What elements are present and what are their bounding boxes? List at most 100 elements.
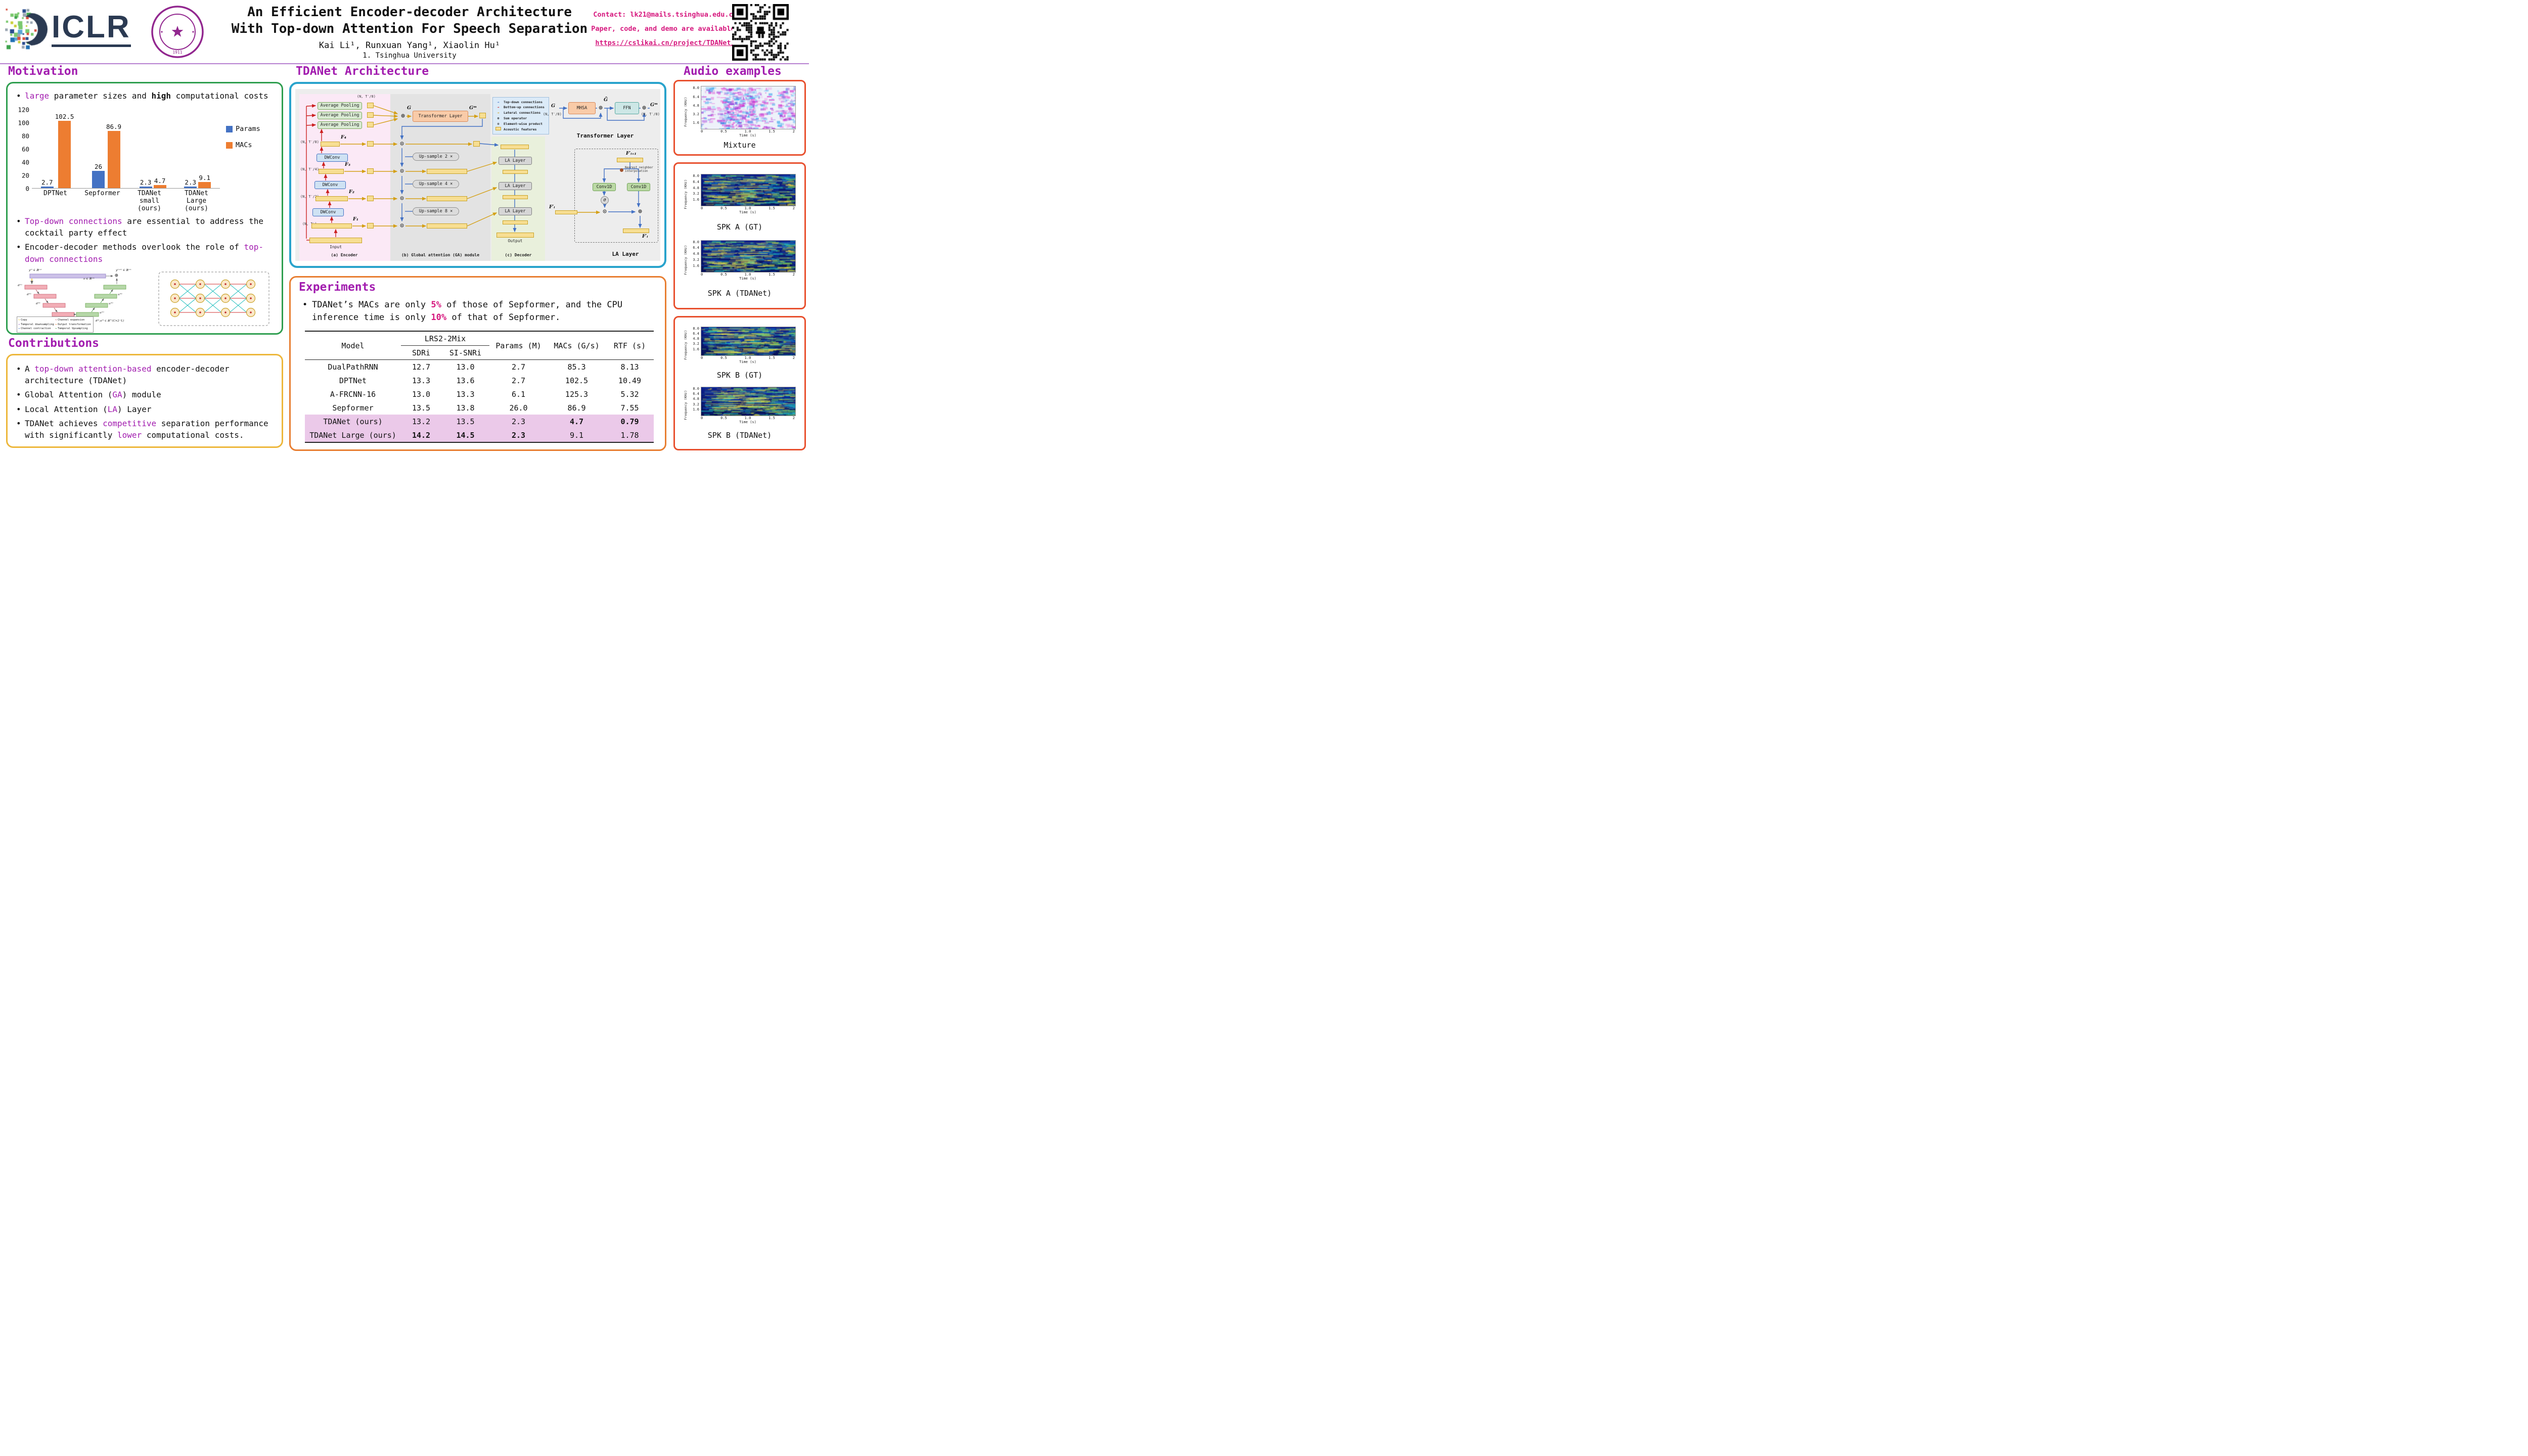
- acoustic-feature-square: [367, 122, 374, 127]
- encoder-caption: (a) Encoder: [331, 253, 358, 257]
- title-block: An Efficient Encoder-decoder Architectur…: [217, 4, 602, 60]
- arch-legend-item: →Bottom-up connections: [497, 105, 545, 110]
- heading-contributions: Contributions: [8, 337, 100, 350]
- sigma-gate: σ: [601, 196, 609, 204]
- sudorm-label-o: o ∈ ℝᶜˣᴸ: [83, 277, 95, 281]
- results-value-cell: 125.3: [565, 389, 589, 399]
- acoustic-feature-square: [473, 141, 480, 147]
- sudorm-label-u2: u⁽²⁾: [109, 302, 113, 305]
- iclr-logo-text: ICLR: [52, 12, 131, 47]
- acoustic-feature-square: [367, 141, 374, 147]
- spec-caption-mixture: Mixture: [724, 140, 756, 150]
- contribution-bullet-2: Global Attention (GA) module: [14, 389, 276, 400]
- chart-bar: [139, 187, 152, 189]
- spectrogram-canvas-spk-a-tdanet: [701, 240, 796, 272]
- feature-bar: [311, 223, 352, 229]
- product-operator: ⊙: [400, 167, 404, 175]
- col-header-sdri: SDRi: [401, 345, 441, 360]
- sudorm-label-y-out: y⁽ⁱ⁺¹⁾ ∈ ℝᶜˣᴸ: [116, 268, 131, 272]
- sudorm-label-u1: u⁽¹⁾: [100, 311, 104, 314]
- acoustic-feature-square: [367, 223, 374, 229]
- results-value-cell: 8.13: [620, 362, 639, 372]
- contributions-box: A top-down attention-based encoder-decod…: [6, 354, 283, 448]
- motivation-bullet-3: Encoder-decoder methods overlook the rol…: [14, 241, 276, 264]
- results-model-cell: DPTNet: [339, 376, 367, 385]
- spec-xlabel: Time (s): [739, 420, 756, 424]
- shape-label: (N, T′): [302, 222, 317, 226]
- chart-value-label: 9.1: [199, 174, 210, 182]
- sudorm-label-d1: d⁽¹⁾: [18, 284, 22, 287]
- fi-label: F′ᵢ: [642, 234, 648, 239]
- results-table: Model LRS2-2Mix Params (M) MACs (G/s) RT…: [305, 331, 654, 443]
- results-value-cell: 14.5: [441, 428, 489, 443]
- results-value-cell: 13.6: [456, 376, 475, 385]
- iclr-logo-pixels-icon: [5, 8, 48, 51]
- sudorm-legend-item: →Output transformation: [55, 323, 91, 326]
- f3-label: F₃: [345, 162, 350, 167]
- availability-note: Paper, code, and demo are available:: [591, 24, 739, 33]
- spec-xlabel: Time (s): [739, 276, 756, 281]
- acoustic-feature-square: [479, 113, 486, 118]
- iclr-logo: ICLR: [5, 8, 131, 51]
- shape-label: (N, T′/8): [357, 95, 376, 99]
- sudorm-rf-diagram: ⊕: [24, 272, 126, 317]
- poster-page: ICLR 1911 An Efficient Encoder-decoder A…: [0, 0, 809, 455]
- sum-operator: ⊕: [638, 208, 642, 215]
- average-pooling-box: Average Pooling: [318, 121, 362, 129]
- motivation-bullet-1: large parameter sizes and high computati…: [14, 90, 276, 102]
- shape-label: (N, T′/8): [543, 112, 562, 116]
- feature-bar: [501, 145, 529, 149]
- la-layer-box: LA Layer: [499, 207, 532, 215]
- arch-legend-item: →Top-down connections: [497, 100, 543, 104]
- chart-ytick: 100: [18, 119, 29, 127]
- chart-value-label: 26: [94, 163, 103, 171]
- chart-category-label: Sepformer: [84, 190, 120, 198]
- results-value-cell: 13.0: [456, 362, 475, 372]
- results-value-cell: 26.0: [509, 403, 528, 413]
- results-model-cell: A-FRCNN-16: [330, 389, 376, 399]
- interpolation-dot: [620, 168, 623, 172]
- sudorm-label-u3: u⁽³⁾: [118, 293, 122, 296]
- sum-operator: ⊕: [642, 104, 646, 112]
- feature-bar: [427, 196, 467, 201]
- upsample-2x-box: Up-sample 2 ×: [413, 153, 459, 161]
- results-value-cell: 9.1: [548, 428, 606, 443]
- ga-caption: (b) Global attention (GA) module: [401, 253, 480, 257]
- spec-xlabel: Time (s): [739, 133, 756, 138]
- spectrogram-canvas-spk-a-gt: [701, 174, 796, 207]
- col-header-model: Model: [305, 331, 401, 360]
- spectrogram-canvas-spk-b-gt: [701, 326, 796, 356]
- chart-value-label: 4.7: [154, 177, 166, 185]
- results-model-cell: TDANet Large (ours): [305, 428, 401, 443]
- feature-bar: [617, 158, 643, 162]
- col-header-macs: MACs (G/s): [548, 331, 606, 360]
- contribution-bullet-3: Local Attention (LA) Layer: [14, 403, 276, 415]
- svg-text:⊕: ⊕: [115, 272, 118, 279]
- arch-legend-item: ⊙Element-wise product: [497, 121, 543, 126]
- chart-value-label: 86.9: [106, 123, 122, 131]
- spec-ylabel: Frequency (KHz): [684, 97, 688, 127]
- feature-bar: [315, 196, 348, 201]
- upsample-4x-box: Up-sample 4 ×: [413, 180, 459, 188]
- results-value-cell: 13.0: [412, 389, 431, 399]
- arch-legend-item: →Lateral connections: [497, 111, 541, 115]
- project-link[interactable]: https://cslikai.cn/project/TDANet/: [595, 38, 735, 47]
- sum-operator: ⊕: [401, 112, 405, 120]
- ga-module-panel: [390, 94, 490, 261]
- results-value-cell: 2.7: [511, 376, 526, 385]
- spec-ylabel: Frequency (KHz): [684, 245, 688, 275]
- experiments-box: Experiments TDANet’s MACs are only 5% of…: [289, 276, 666, 451]
- spec-caption-spk-a-gt: SPK A (GT): [716, 222, 763, 232]
- feature-bar: [427, 169, 467, 174]
